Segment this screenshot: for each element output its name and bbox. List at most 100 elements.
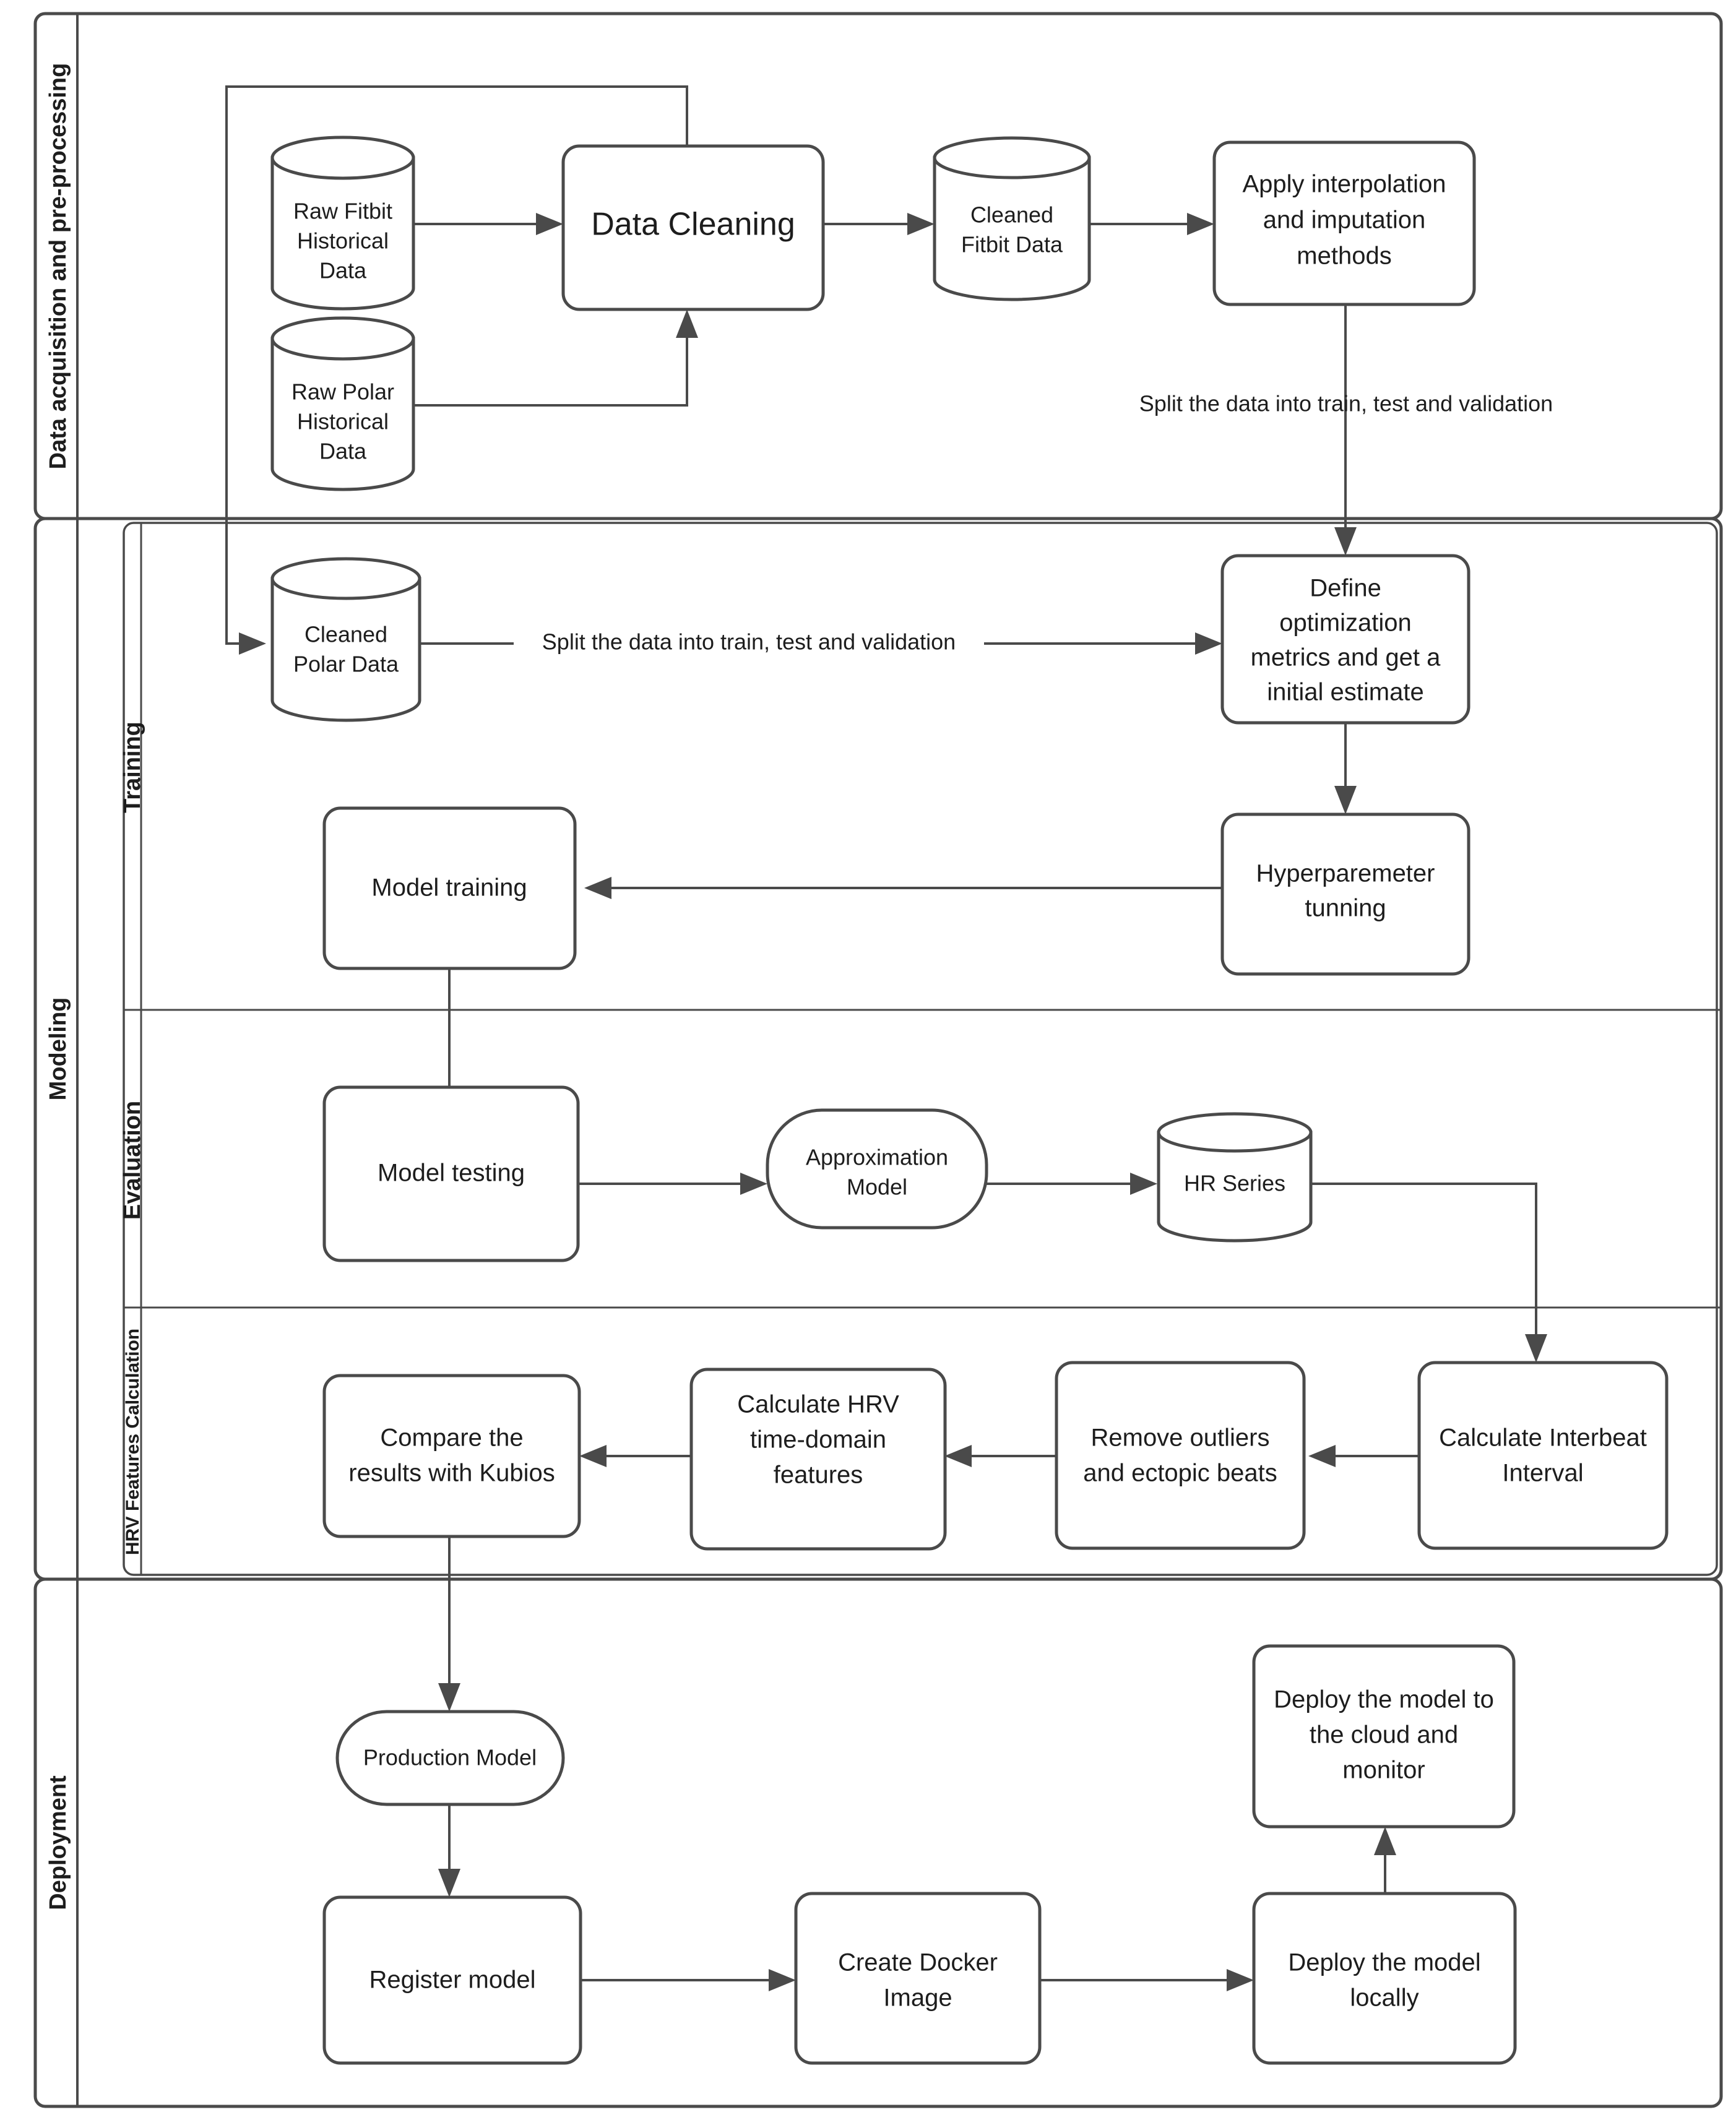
node-hyperparameter[interactable]: Hyperparemeter tunning [1220,812,1470,976]
node-label-approximation-model-line1: Approximation [806,1145,948,1170]
node-cleaned-fitbit[interactable]: Cleaned Fitbit Data [933,136,1091,301]
node-define-metrics[interactable]: Define optimization metrics and get a in… [1220,554,1470,725]
node-label-compare-kubios-line2: results with Kubios [348,1460,555,1487]
node-approximation-model[interactable]: Approximation Model [766,1108,988,1230]
lane-title-data-acquisition: Data acquisition and pre-processing [45,63,71,470]
arrowhead-calculate-ibi-to-remove-outliers [1308,1445,1336,1467]
arrowhead-apply-interpolation-to-define-metrics [1334,527,1357,556]
arrowhead-compare-kubios-to-production-model [438,1683,460,1712]
node-label-define-metrics-line4: initial estimate [1267,679,1423,706]
node-calculate-hrv[interactable]: Calculate HRV time-domain features [689,1368,947,1551]
lane-title-evaluation: Evaluation [119,1101,145,1220]
node-label-deploy-cloud-line3: monitor [1342,1757,1425,1784]
node-label-approximation-model-line2: Model [847,1174,907,1200]
node-label-raw-polar-line2: Historical [297,409,389,434]
node-label-remove-outliers-line2: and ectopic beats [1083,1460,1277,1487]
arrowhead-hr-series-to-calculate-ibi [1525,1334,1547,1363]
swimlane-frame: Data acquisition and pre-processing Mode… [33,12,1723,2108]
node-label-calculate-ibi-line1: Calculate Interbeat [1439,1424,1647,1452]
lane-title-deployment: Deployment [45,1775,71,1910]
node-deploy-locally[interactable]: Deploy the model locally [1252,1892,1517,2065]
node-label-create-docker-line2: Image [883,1984,952,2012]
node-label-raw-polar-line3: Data [319,439,367,464]
arrowhead-data-cleaning-to-cleaned-fitbit [907,213,935,235]
lane-title-hrv-features: HRV Features Calculation [123,1329,143,1555]
node-label-apply-interpolation-line2: and imputation [1263,207,1425,234]
arrowhead-production-model-to-register-model [438,1869,460,1897]
lane-deployment [33,1577,1723,2108]
arrowhead-raw-fitbit-to-data-cleaning [536,213,563,235]
arrowhead-model-testing-to-approximation-model [740,1173,767,1195]
sublane-group [123,522,1718,1576]
node-label-apply-interpolation-line3: methods [1297,243,1391,270]
node-label-raw-fitbit-line1: Raw Fitbit [293,199,392,224]
arrowhead-approximation-model-to-hr-series [1130,1173,1157,1195]
node-raw-polar[interactable]: Raw Polar Historical Data [270,316,415,491]
node-label-data-cleaning: Data Cleaning [591,207,795,243]
edges-layer: Split the data into train, test and vali… [225,85,1553,1991]
node-production-model[interactable]: Production Model [335,1710,565,1806]
node-compare-kubios[interactable]: Compare the results with Kubios [322,1374,581,1538]
node-raw-fitbit[interactable]: Raw Fitbit Historical Data [270,136,415,311]
node-label-cleaned-polar-line2: Polar Data [293,652,399,677]
node-label-calculate-hrv-line1: Calculate HRV [737,1391,899,1418]
node-cleaned-polar[interactable]: Cleaned Polar Data [270,557,421,722]
edge-data-cleaning-to-cleaned-polar [225,85,688,645]
node-label-deploy-locally-line1: Deploy the model [1288,1949,1480,1976]
node-label-cleaned-fitbit-line1: Cleaned [970,202,1053,228]
arrowhead-define-metrics-to-hyperparameter [1334,786,1357,814]
arrowhead-raw-polar-to-data-cleaning [676,309,698,338]
node-label-remove-outliers-line1: Remove outliers [1090,1424,1269,1452]
lane-title-training: Training [119,722,145,813]
lane-title-modeling: Modeling [45,998,71,1101]
edge-raw-polar-to-data-cleaning [413,325,688,407]
node-label-calculate-ibi-line2: Interval [1502,1460,1583,1487]
arrowhead-deploy-locally-to-deploy-cloud [1374,1827,1396,1855]
node-remove-outliers[interactable]: Remove outliers and ectopic beats [1055,1361,1306,1550]
node-apply-interpolation[interactable]: Apply interpolation and imputation metho… [1212,140,1476,306]
node-label-hyperparameter-line2: tunning [1305,895,1386,922]
node-label-deploy-cloud-line1: Deploy the model to [1274,1686,1494,1713]
node-calculate-ibi[interactable]: Calculate Interbeat Interval [1417,1361,1669,1550]
node-label-define-metrics-line3: metrics and get a [1251,644,1441,671]
node-model-training[interactable]: Model training [322,806,577,970]
arrowhead-remove-outliers-to-calculate-hrv [944,1445,972,1467]
node-label-cleaned-polar-line1: Cleaned [304,622,387,647]
node-label-deploy-cloud-line2: the cloud and [1310,1721,1458,1749]
node-label-define-metrics-line2: optimization [1279,610,1411,637]
node-label-calculate-hrv-line3: features [774,1462,863,1489]
arrowhead-hyperparameter-to-model-training [584,877,611,899]
arrowhead-data-cleaning-to-cleaned-polar [239,632,266,655]
node-label-compare-kubios-line1: Compare the [380,1424,523,1452]
node-label-deploy-locally-line2: locally [1350,1984,1419,2012]
node-register-model[interactable]: Register model [322,1895,582,2065]
node-label-register-model: Register model [369,1967,535,1994]
node-label-production-model: Production Model [363,1745,537,1770]
node-label-define-metrics-line1: Define [1310,575,1381,602]
edge-label-split-2: Split the data into train, test and vali… [542,629,956,655]
arrowhead-calculate-hrv-to-compare-kubios [579,1445,607,1467]
node-label-hr-series: HR Series [1184,1171,1285,1196]
arrowhead-cleaned-polar-to-define-metrics [1195,632,1222,655]
node-label-raw-polar-line1: Raw Polar [291,379,394,405]
node-label-create-docker-line1: Create Docker [838,1949,998,1976]
node-label-model-training: Model training [371,874,527,902]
node-label-cleaned-fitbit-line2: Fitbit Data [961,232,1063,257]
node-label-model-testing: Model testing [378,1160,525,1187]
node-label-apply-interpolation-line1: Apply interpolation [1242,171,1446,198]
edge-hr-series-to-calculate-ibi [1311,1183,1537,1346]
node-label-raw-fitbit-line2: Historical [297,228,389,254]
node-model-testing[interactable]: Model testing [322,1085,580,1262]
node-create-docker[interactable]: Create Docker Image [794,1892,1042,2065]
node-deploy-cloud[interactable]: Deploy the model to the cloud and monito… [1252,1644,1516,1829]
arrowhead-cleaned-fitbit-to-apply-interpolation [1187,213,1214,235]
node-label-raw-fitbit-line3: Data [319,258,367,283]
node-label-hyperparameter-line1: Hyperparemeter [1256,860,1435,887]
edge-label-split-1: Split the data into train, test and vali… [1139,391,1553,416]
node-data-cleaning[interactable]: Data Cleaning [561,144,825,311]
node-hr-series[interactable]: HR Series [1157,1112,1313,1243]
arrowhead-register-model-to-create-docker [769,1969,796,1991]
node-label-calculate-hrv-line2: time-domain [750,1426,886,1454]
